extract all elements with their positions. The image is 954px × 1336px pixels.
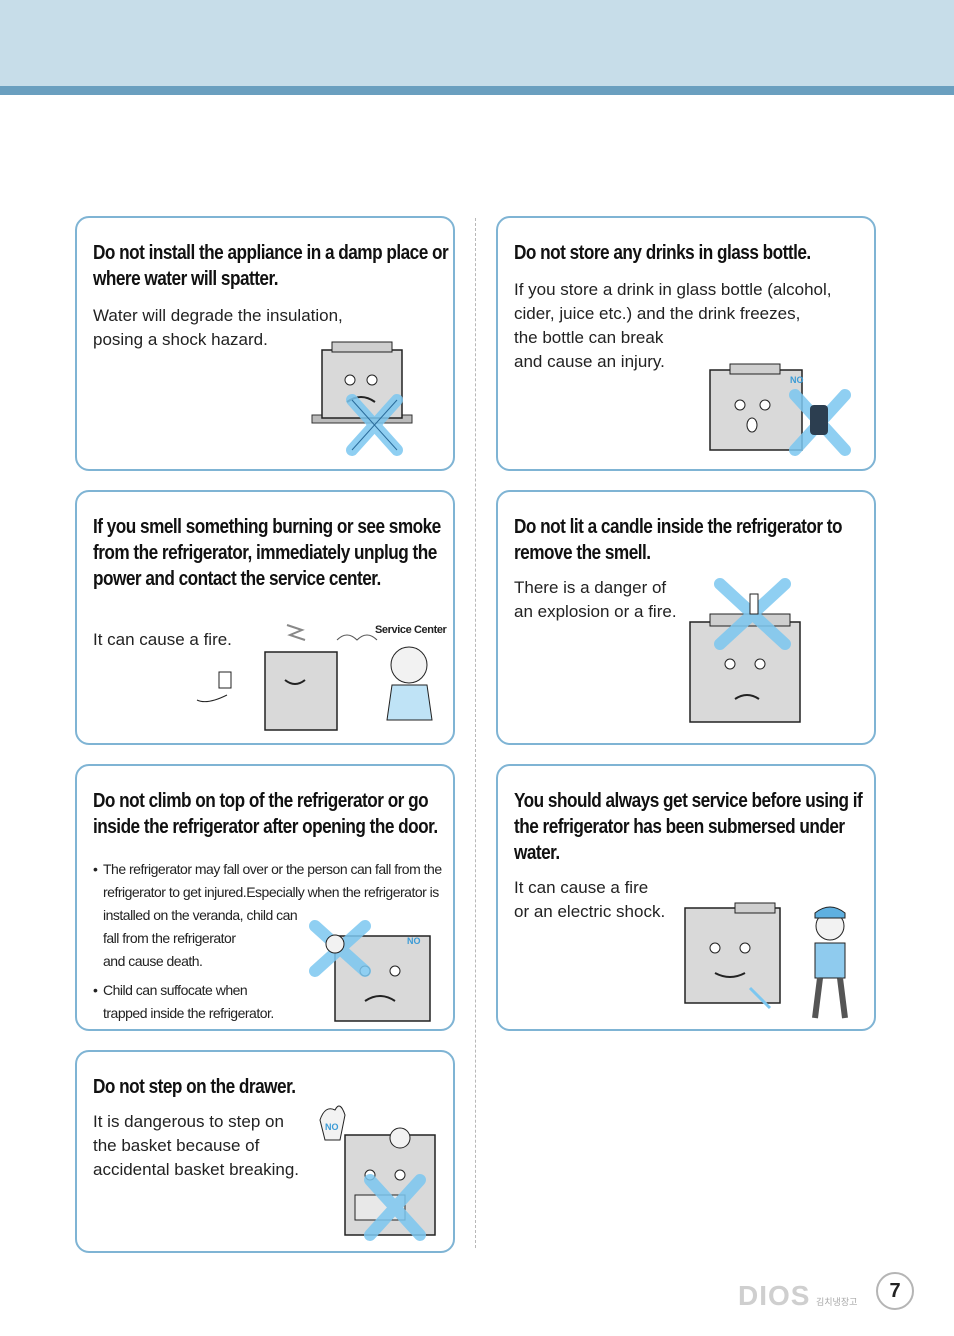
candle-fridge-illustration [689,578,801,723]
warning-card-climb: Do not climb on top of the refrigerator … [75,764,455,1031]
bullet-item: The refrigerator may fall over or the pe… [93,858,442,973]
card-title: Do not step on the drawer. [93,1076,296,1098]
card-title: Do not climb on top of the refrigerator … [93,790,438,838]
card-desc: There is a danger of an explosion or a f… [514,578,677,621]
service-center-label: Service Center [375,624,447,636]
card-desc: If you store a drink in glass bottle (al… [514,280,832,371]
card-title: Do not lit a candle inside the refrigera… [514,516,842,564]
card-desc: It is dangerous to step on the basket be… [93,1112,300,1179]
warning-card-drawer: Do not step on the drawer. It is dangero… [75,1050,455,1253]
card-title: Do not store any drinks in glass bottle. [514,242,811,264]
no-badge: NO [325,1122,339,1132]
child-climbing-illustration [309,920,431,1022]
column-divider [475,218,476,1248]
card-title: If you smell something burning or see sm… [93,516,441,590]
page-number: 7 [876,1272,914,1310]
fridge-bottle-illustration [709,363,851,456]
smoking-fridge-illustration [196,624,433,731]
warning-card-damp-place: Do not install the appliance in a damp p… [75,216,455,471]
brand-subtitle: 김치냉장고 [816,1297,858,1307]
no-badge: NO [407,936,421,946]
card-desc: Water will degrade the insulation, posin… [93,306,343,349]
warning-card-glass-bottle: Do not store any drinks in glass bottle.… [496,216,876,471]
no-badge: NO [790,375,804,385]
brand-logo: DIOS [738,1280,811,1311]
warning-card-burning-smell: If you smell something burning or see sm… [75,490,455,745]
warning-card-candle: Do not lit a candle inside the refrigera… [496,490,876,745]
card-title: You should always get service before usi… [514,790,863,864]
fridge-water-illustration [311,341,413,456]
service-man-illustration [684,902,848,1019]
drawer-step-illustration [319,1105,436,1241]
card-bullets: The refrigerator may fall over or the pe… [93,858,442,1031]
header-band [0,0,954,86]
bullet-item: Child can suffocate when trapped inside … [93,979,442,1025]
card-desc: It can cause a fire. [93,630,232,649]
card-desc: It can cause a fire or an electric shock… [514,878,666,921]
card-title: Do not install the appliance in a damp p… [93,242,449,290]
warning-card-submersed: You should always get service before usi… [496,764,876,1031]
header-stripe [0,86,954,95]
